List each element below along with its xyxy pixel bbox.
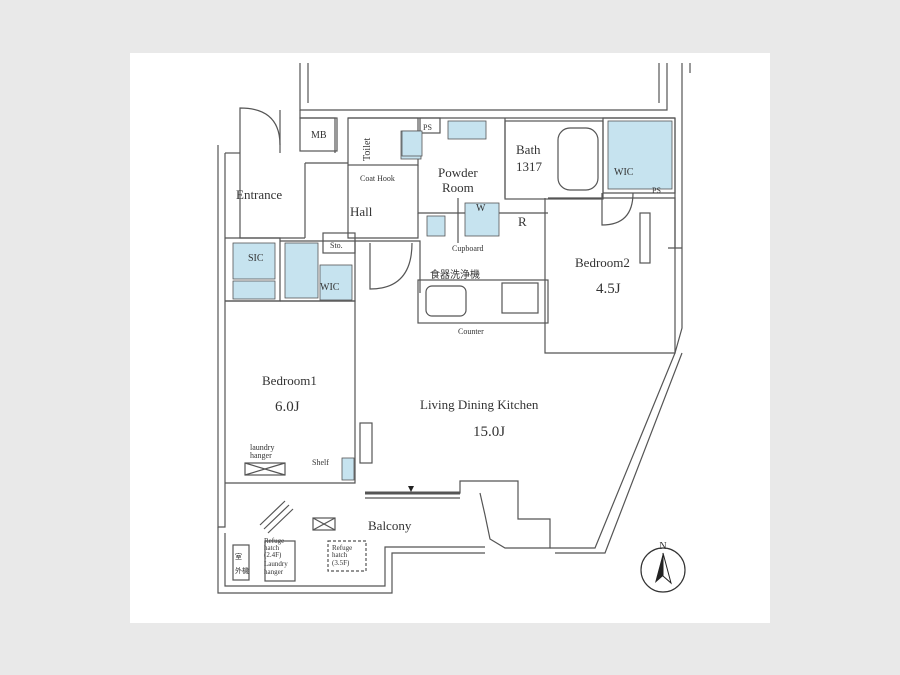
label-refuge-left-5: hanger xyxy=(264,568,284,576)
label-mb: MB xyxy=(311,130,327,141)
refuge-hatch-left xyxy=(264,540,296,582)
label-refuge-left-3: (2.4F) xyxy=(264,551,282,559)
sic-fill xyxy=(232,242,276,280)
label-counter: Counter xyxy=(458,327,484,336)
stove xyxy=(501,282,539,314)
label-dishwasher: 食器洗浄機 xyxy=(430,268,480,281)
wic-left-fill xyxy=(284,242,319,299)
label-bath-size: 1317 xyxy=(516,159,543,174)
label-ldk-size: 15.0J xyxy=(473,424,505,440)
label-refuge-left-4: Laundry xyxy=(264,560,288,568)
label-hall: Hall xyxy=(350,204,373,219)
label-refuge-right-1: Refuge xyxy=(332,544,352,552)
label-bedroom1: Bedroom1 xyxy=(262,373,317,388)
kitchen-counter xyxy=(417,279,549,324)
label-ldk: Living Dining Kitchen xyxy=(420,397,539,412)
label-bedroom1-size: 6.0J xyxy=(275,399,300,415)
floor-plan-sheet: N MB Toilet PS Bath 1317 WIC PS Coat Hoo… xyxy=(130,53,770,623)
wic-top-room xyxy=(602,117,676,194)
balcony-door-marker xyxy=(408,486,414,492)
left-exterior-wall xyxy=(217,145,226,528)
label-entrance: Entrance xyxy=(236,187,282,202)
label-outdoor-unit-2: 外機 xyxy=(235,566,249,575)
label-powder-room-2: Room xyxy=(442,180,474,195)
label-outdoor-unit-1: 室 xyxy=(235,552,242,561)
ldk-door xyxy=(369,242,413,290)
label-laundry-hanger-2: hanger xyxy=(250,451,272,460)
sink xyxy=(425,285,467,317)
north-label: N xyxy=(659,541,666,552)
wic-top-fill xyxy=(607,120,673,190)
label-refuge-left-1: Refuge xyxy=(264,537,284,545)
mb-closet xyxy=(299,117,338,152)
label-r: R xyxy=(518,214,527,229)
label-wic-top: WIC xyxy=(614,167,634,178)
label-refuge-left-2: hatch xyxy=(264,544,280,552)
label-bath: Bath xyxy=(516,142,541,157)
label-bedroom2-size: 4.5J xyxy=(596,281,621,297)
refuge-hatch-right xyxy=(327,540,367,572)
label-bedroom2: Bedroom2 xyxy=(575,255,630,270)
label-ps-top: PS xyxy=(423,123,432,132)
ldk-balcony-edge xyxy=(365,480,551,549)
label-coat-hook: Coat Hook xyxy=(360,174,395,183)
bedroom2-walls xyxy=(544,197,682,354)
entrance-door xyxy=(239,107,281,153)
label-refuge-right-3: (3.5F) xyxy=(332,559,350,567)
north-arrow: N xyxy=(640,541,686,593)
label-laundry-hanger-1: laundry xyxy=(250,443,274,452)
label-cupboard: Cupboard xyxy=(452,244,484,253)
bedroom1-walls xyxy=(225,300,356,484)
label-refuge-right-2: hatch xyxy=(332,551,348,559)
label-shelf: Shelf xyxy=(312,458,329,467)
bathtub xyxy=(557,127,599,191)
corridor-wall xyxy=(299,63,668,111)
label-ps-right: PS xyxy=(652,186,661,195)
label-w: W xyxy=(476,203,486,214)
balcony-outline xyxy=(217,527,485,594)
label-sto: Sto. xyxy=(330,241,343,250)
outdoor-unit xyxy=(232,544,250,581)
label-wic-left: WIC xyxy=(320,282,340,293)
label-powder-room-1: Powder xyxy=(438,165,478,180)
balcony-hatch xyxy=(312,517,336,531)
label-sic: SIC xyxy=(248,253,264,264)
label-toilet: Toilet xyxy=(362,138,373,161)
ps-top xyxy=(419,117,441,134)
label-balcony: Balcony xyxy=(368,518,412,533)
floor-plan-drawing: N MB Toilet PS Bath 1317 WIC PS Coat Hoo… xyxy=(217,63,691,594)
